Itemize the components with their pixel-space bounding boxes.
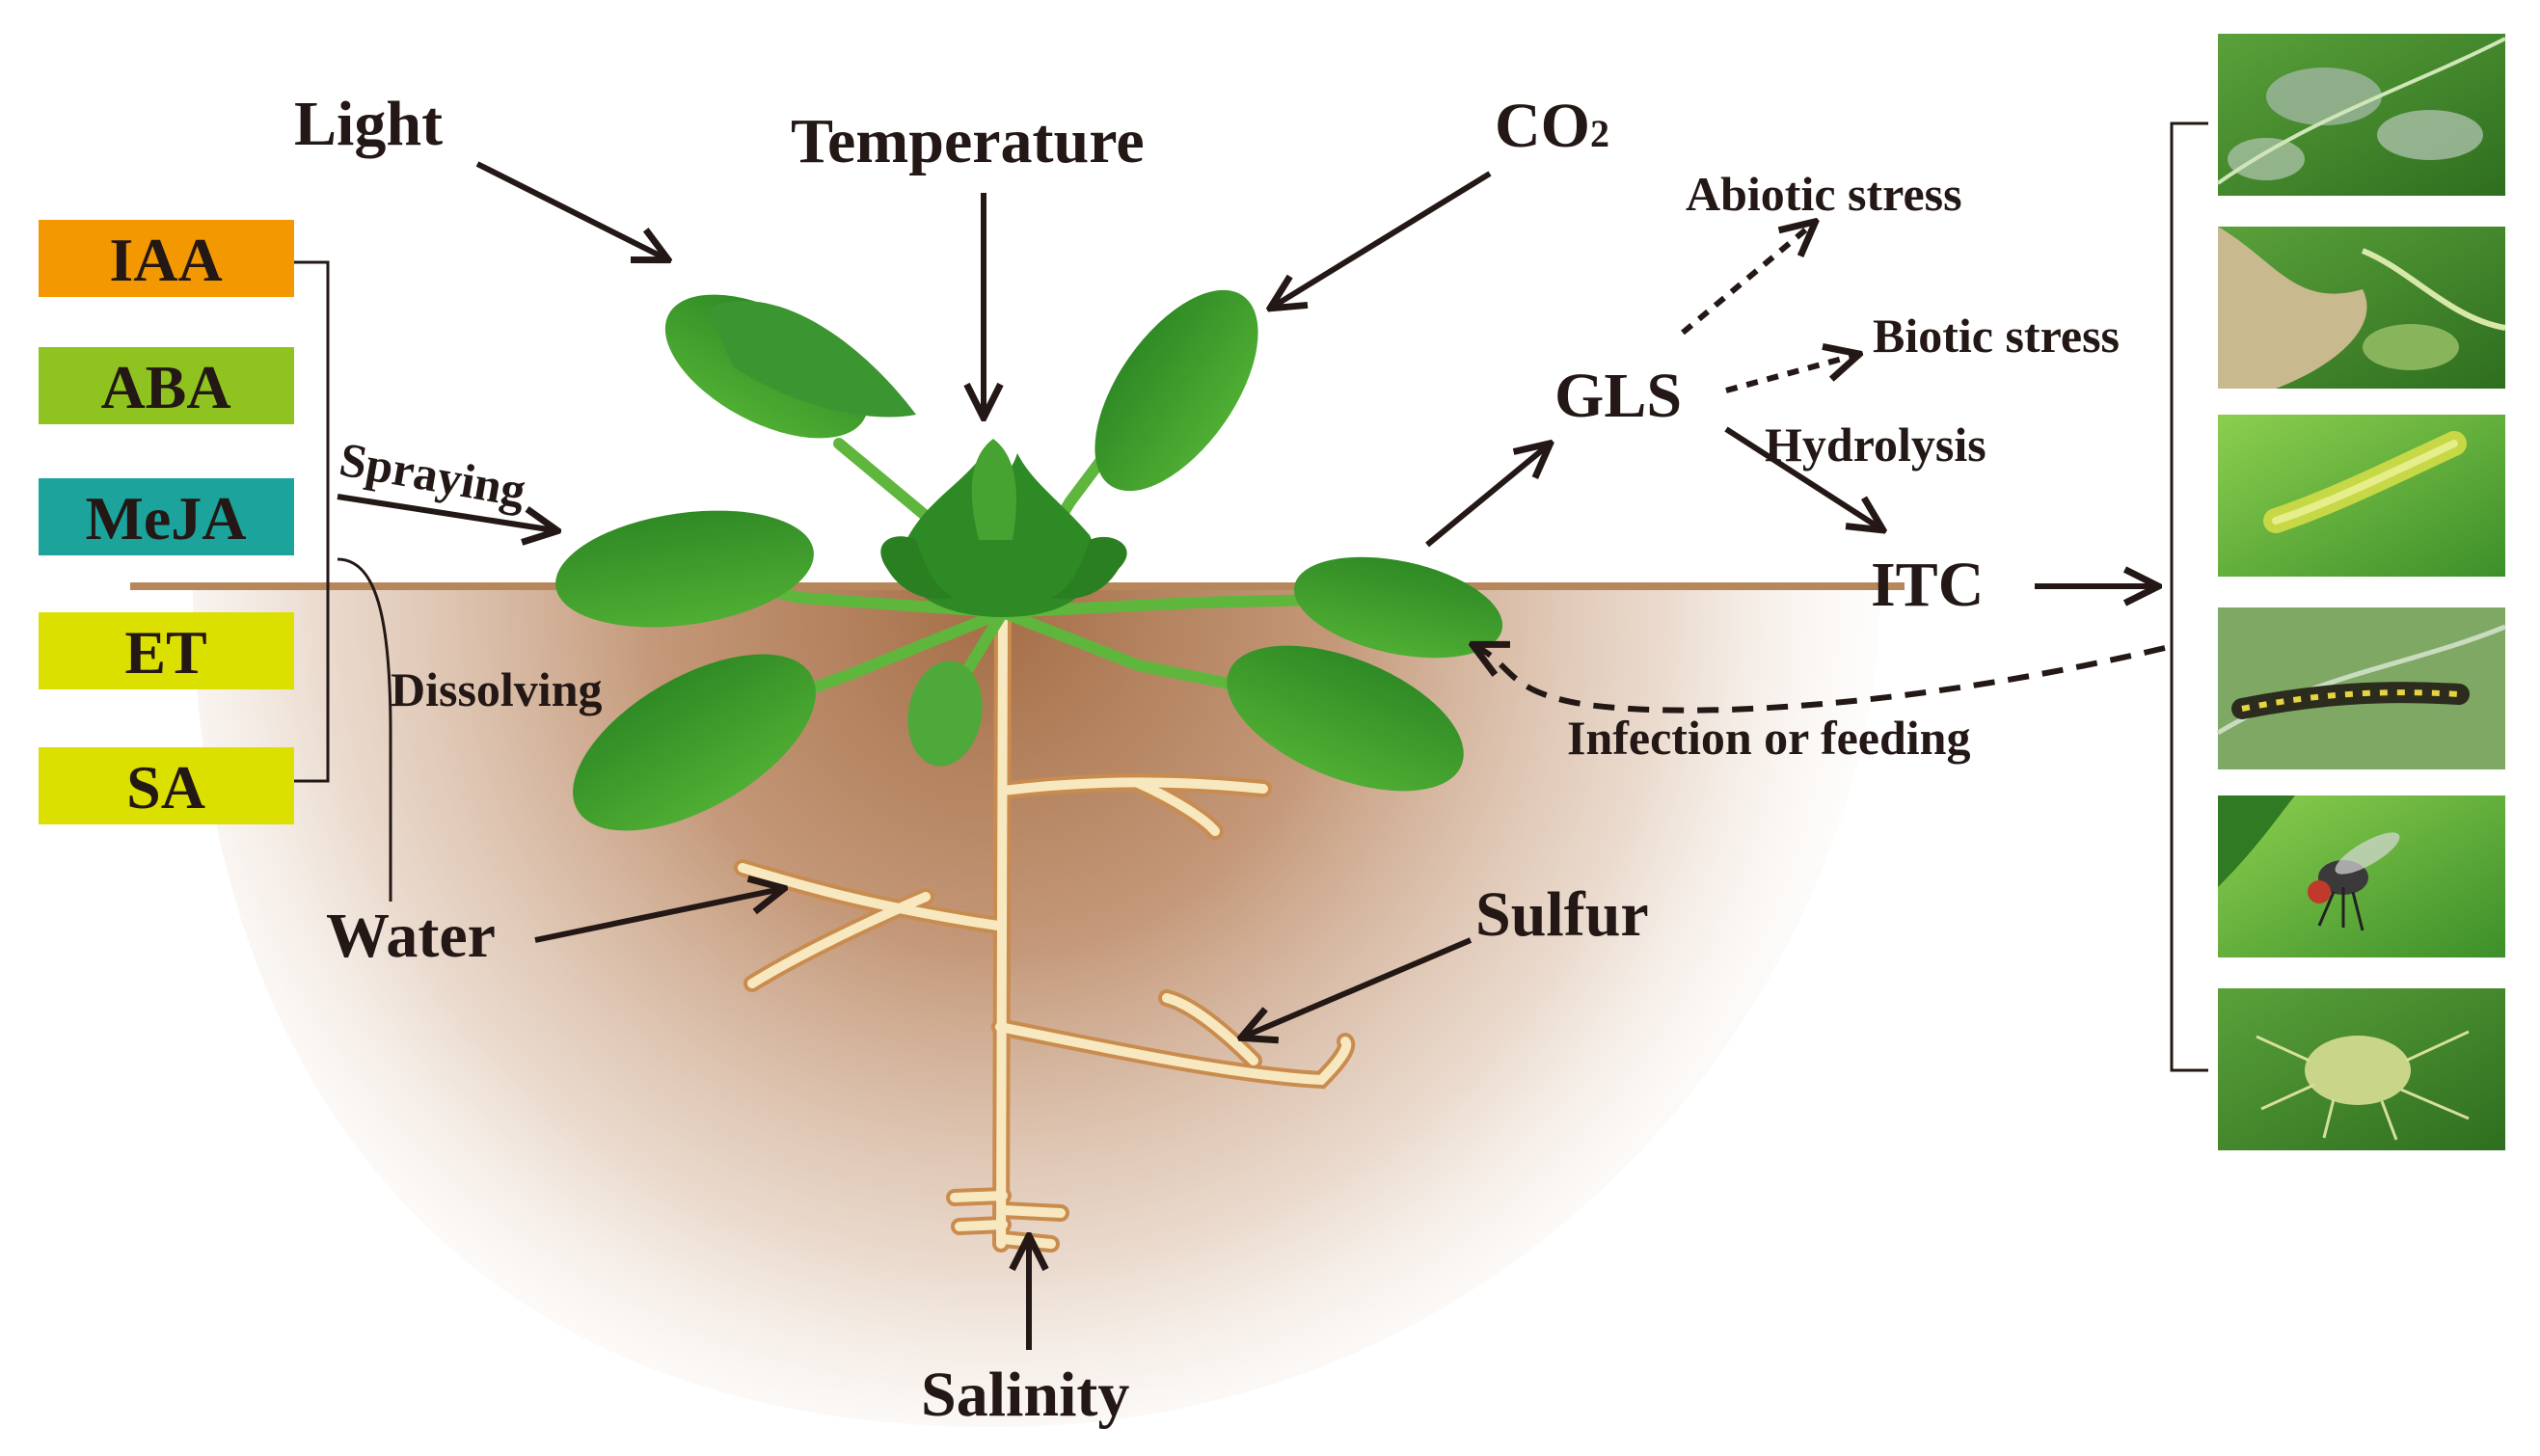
dissolving-label: Dissolving bbox=[391, 662, 603, 716]
leaf-spot-disease-photo bbox=[2216, 34, 2506, 196]
hormone-box-iaa: IAA bbox=[39, 220, 294, 297]
light-arrow bbox=[475, 161, 665, 258]
hormone-box-et: ET bbox=[39, 612, 294, 689]
biotic-stress-label: Biotic stress bbox=[1873, 309, 2120, 363]
fly-photo bbox=[2218, 795, 2505, 957]
hormone-box-fill bbox=[39, 478, 294, 555]
co2-label: CO2 bbox=[1495, 91, 1609, 161]
spraying-label: Spraying bbox=[336, 432, 529, 518]
biotic-stress-arrow bbox=[1725, 355, 1856, 393]
water-arrow bbox=[534, 889, 781, 943]
abiotic-stress-label: Abiotic stress bbox=[1686, 167, 1962, 221]
abiotic-stress-arrow bbox=[1681, 224, 1813, 336]
hormone-bracket bbox=[294, 260, 330, 783]
plant-to-gls-arrow bbox=[1425, 445, 1548, 548]
temperature-label: Temperature bbox=[791, 106, 1145, 176]
hormone-label: IAA bbox=[109, 226, 222, 294]
co2-main: CO bbox=[1495, 91, 1590, 161]
gls-to-itc-arrow bbox=[1724, 426, 1880, 528]
aphid-photo bbox=[2218, 988, 2505, 1150]
arrow-group bbox=[337, 161, 2166, 1350]
hormone-box-sa: SA bbox=[39, 747, 294, 824]
green-caterpillar-photo bbox=[2218, 415, 2505, 577]
hydrolysis-label: Hydrolysis bbox=[1765, 418, 1986, 472]
root-system bbox=[734, 608, 1356, 1253]
light-label: Light bbox=[294, 89, 443, 159]
hormone-label: SA bbox=[126, 753, 205, 822]
infection-feeding-arrow bbox=[1475, 646, 2166, 714]
itc-label: ITC bbox=[1871, 550, 1984, 620]
co2-subscript: 2 bbox=[1590, 112, 1609, 155]
hormone-label: ABA bbox=[100, 353, 230, 421]
co2-arrow bbox=[1273, 171, 1492, 307]
hormone-box-fill bbox=[39, 347, 294, 424]
striped-caterpillar-photo bbox=[2216, 607, 2506, 769]
organism-bracket bbox=[2170, 121, 2208, 1072]
hormone-box-fill bbox=[39, 220, 294, 297]
hormone-box-fill bbox=[39, 612, 294, 689]
leaf-blight-disease-photo bbox=[2218, 227, 2506, 389]
spraying-arrow bbox=[337, 494, 554, 530]
hormone-box-aba: ABA bbox=[39, 347, 294, 424]
salinity-label: Salinity bbox=[921, 1360, 1129, 1430]
dissolving-curve bbox=[337, 557, 392, 902]
hormone-box-meja: MeJA bbox=[39, 478, 294, 555]
gls-label: GLS bbox=[1554, 361, 1682, 431]
photo-column bbox=[2216, 34, 2506, 1150]
infection-feeding-label: Infection or feeding bbox=[1567, 711, 1970, 765]
sulfur-label: Sulfur bbox=[1475, 879, 1649, 950]
hormone-label: MeJA bbox=[85, 484, 246, 553]
sulfur-arrow bbox=[1244, 937, 1473, 1037]
hormone-box-fill bbox=[39, 747, 294, 824]
water-label: Water bbox=[326, 901, 496, 971]
hormone-label: ET bbox=[124, 618, 206, 687]
hormone-box-list: IAA ABA MeJA ET SA bbox=[39, 220, 294, 824]
plant-rosette bbox=[555, 289, 1503, 831]
